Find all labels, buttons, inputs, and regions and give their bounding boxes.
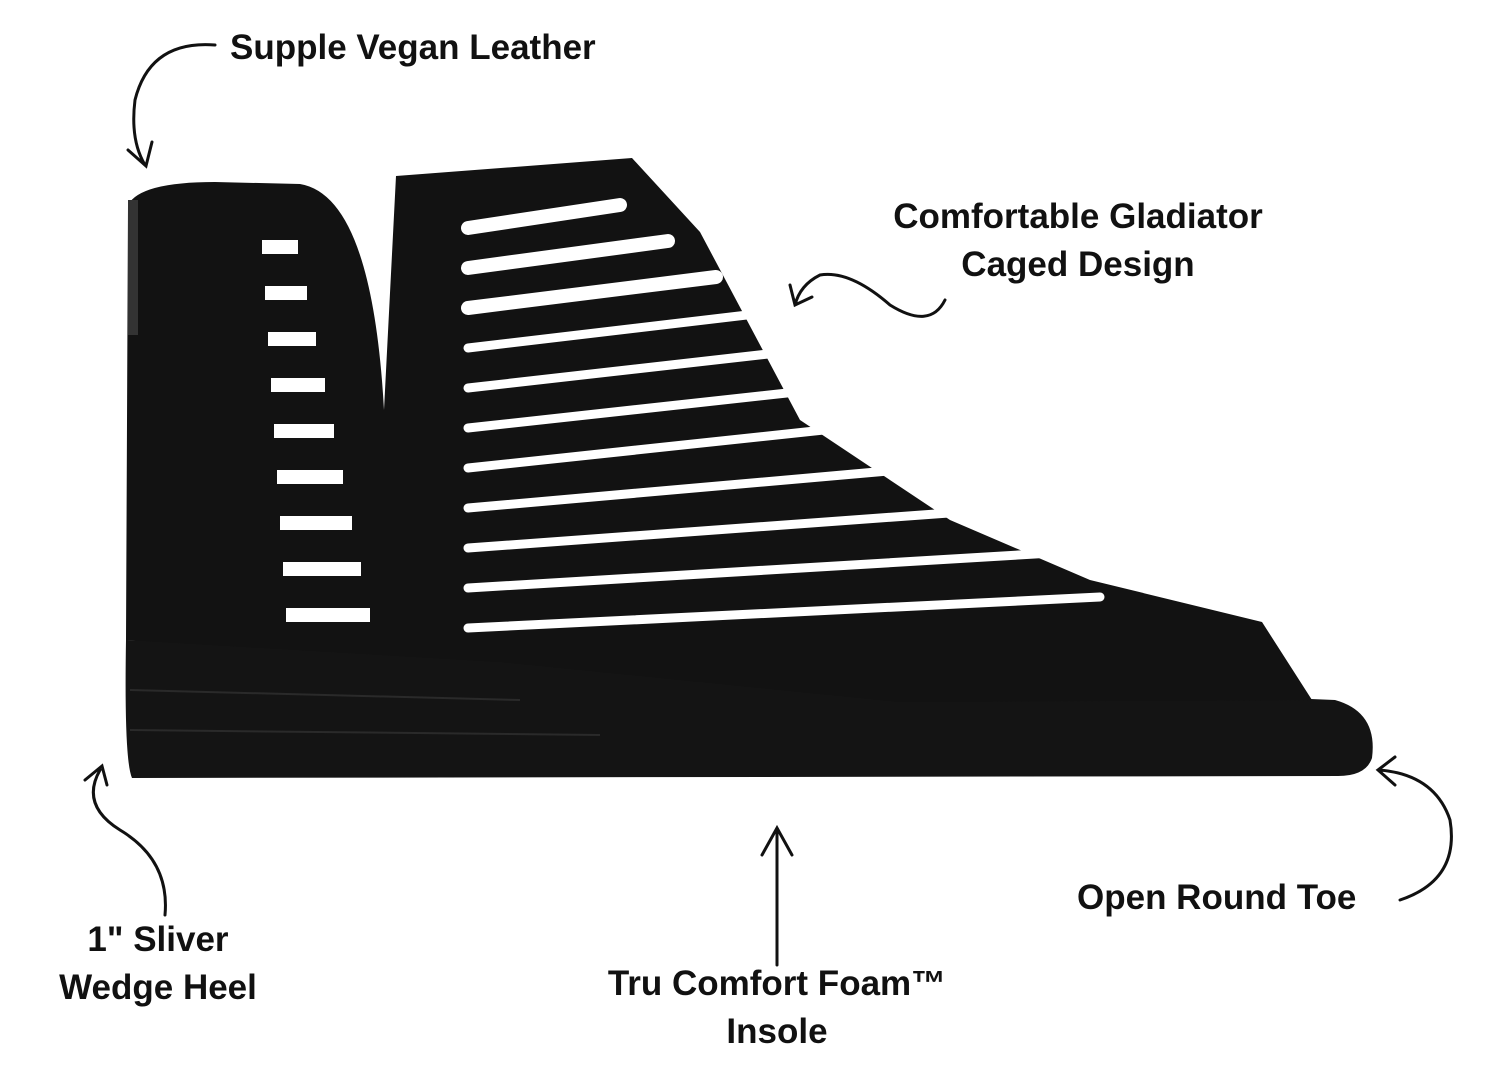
strap-gap [463,548,1057,593]
sandal-upper [126,158,1312,702]
heel-cutout [268,332,316,346]
callout-insole-line1: Tru Comfort Foam™ [607,964,947,1003]
heel-cutout [283,562,361,576]
heel-cutout [262,240,298,254]
arrow-gladiator [788,272,947,318]
strap-gap [463,460,961,513]
callout-heel-line2: Wedge Heel [59,968,257,1007]
wedge-sole [125,640,1373,778]
strap-gap [463,504,1009,553]
heel-cutout [280,516,352,530]
arrow-heel [83,763,167,917]
heel-cutout [274,424,334,438]
callout-gladiator: Comfortable Gladiator Caged Design [860,193,1296,289]
arrow-vegan-leather [126,43,217,169]
heel-cutout [277,470,343,484]
strap-gap [463,380,865,433]
sandal-image [125,158,1373,778]
strap-gap [461,234,675,275]
callout-insole-line2: Insole [726,1012,828,1051]
zipper [128,200,138,335]
heel-cutout [271,378,325,392]
arrow-insole [760,824,794,967]
strap-gap [463,416,913,473]
strap-gap [461,198,627,235]
strap-gap [463,344,817,393]
arrow-toe [1375,755,1453,902]
callout-vegan-leather: Supple Vegan Leather [230,28,596,67]
callout-toe: Open Round Toe [1077,878,1357,917]
callout-gladiator-line1: Comfortable Gladiator [893,197,1263,236]
callout-gladiator-line2: Caged Design [961,245,1195,284]
heel-cutout [265,286,307,300]
callout-heel-line1: 1" Sliver [87,920,229,959]
callout-arrows [83,43,1453,967]
callout-heel: 1" Sliver Wedge Heel [20,916,296,1012]
strap-gap [463,592,1105,633]
strap-gap [463,308,769,353]
heel-cutout [286,608,370,622]
strap-gap [461,270,723,315]
callout-insole: Tru Comfort Foam™ Insole [560,960,994,1056]
